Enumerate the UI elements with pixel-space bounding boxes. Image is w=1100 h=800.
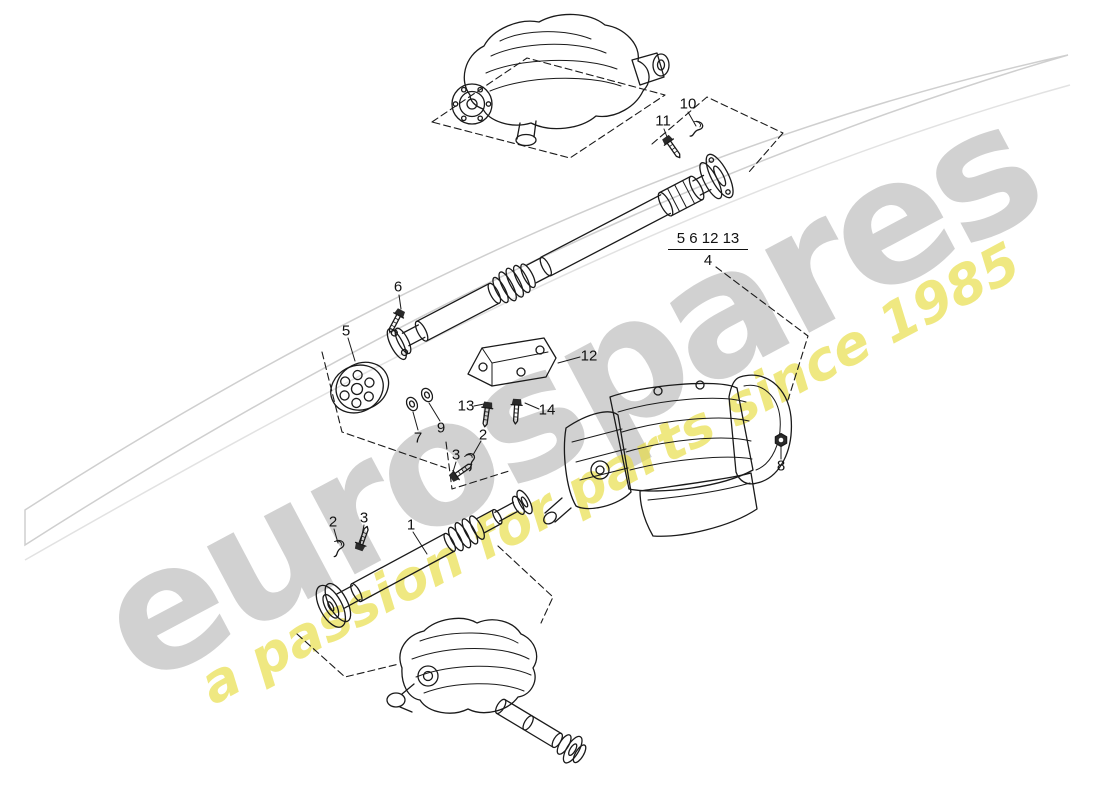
callout-part-12[interactable]: 12: [580, 347, 598, 365]
lower-propshaft-drawing: [315, 489, 533, 628]
swoosh-graphic: [24, 54, 1071, 561]
assembly-group-number[interactable]: 4: [703, 252, 713, 269]
part-13-bolt-drawing: [478, 400, 495, 429]
callout-part-3[interactable]: 3: [451, 446, 461, 464]
front-axle-drawing: [386, 617, 587, 764]
callout-part-10[interactable]: 10: [679, 95, 697, 113]
transmission-drawing: [543, 374, 793, 537]
part-9-washer-drawing: [418, 385, 436, 405]
callout-part-9[interactable]: 9: [436, 419, 446, 437]
part-7-washer-drawing: [403, 394, 421, 414]
center-bracket-drawing: [467, 337, 557, 387]
part-8-nut-drawing: [774, 432, 788, 448]
callout-part-11[interactable]: 11: [655, 112, 671, 130]
callout-part-5[interactable]: 5: [341, 322, 351, 340]
part-2-clip-lower-drawing: [332, 539, 345, 559]
callout-part-2[interactable]: 2: [328, 513, 338, 531]
callout-leader-lines: [333, 111, 782, 555]
assembly-group-label: 5 6 12 13 4: [668, 231, 748, 268]
part-14-bolt-drawing: [509, 397, 524, 425]
part-10-clip-drawing: [688, 119, 705, 140]
callout-part-1[interactable]: 1: [406, 516, 416, 534]
part-11-bolt-drawing: [660, 133, 685, 162]
dashed-reference-lines: [296, 57, 809, 678]
callout-part-6[interactable]: 6: [393, 278, 403, 296]
assembly-group-parts[interactable]: 5 6 12 13: [668, 231, 748, 250]
flex-disc-drawing: [330, 361, 390, 414]
rear-differential-drawing: [451, 13, 670, 147]
callout-part-8[interactable]: 8: [776, 457, 786, 475]
callout-part-3[interactable]: 3: [359, 509, 369, 527]
callout-part-2[interactable]: 2: [478, 426, 488, 444]
callout-part-7[interactable]: 7: [413, 429, 423, 447]
callout-part-13[interactable]: 13: [457, 397, 475, 415]
callout-part-14[interactable]: 14: [538, 401, 556, 419]
